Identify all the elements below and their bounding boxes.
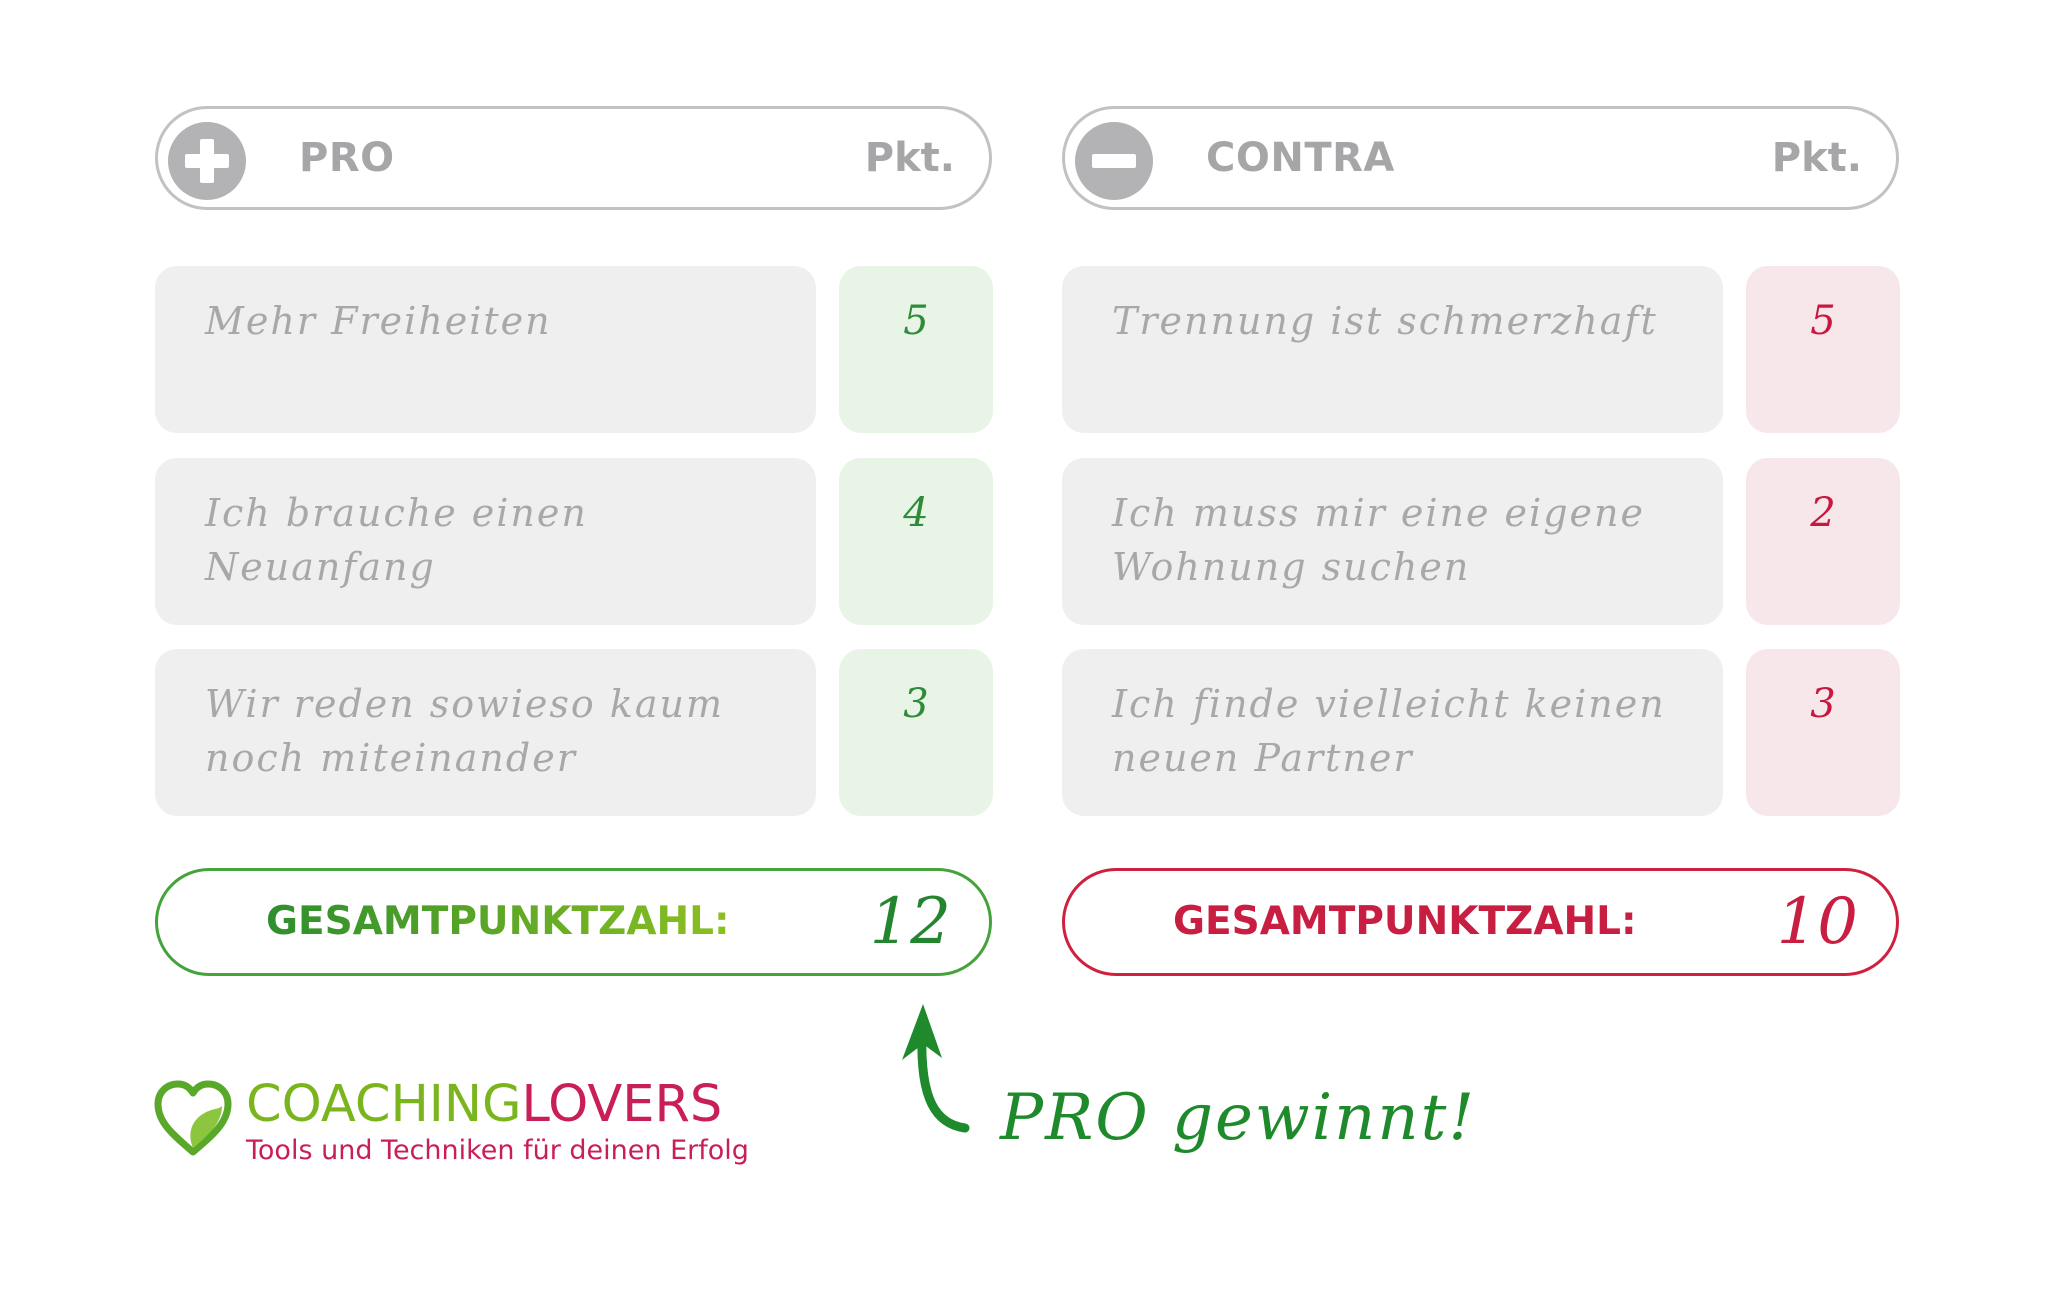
- contra-total-label: GESAMTPUNKTZAHL:: [1173, 899, 1637, 944]
- contra-total-value: 10: [1776, 885, 1858, 959]
- logo-name-part2: LOVERS: [521, 1075, 723, 1134]
- minus-icon: [1075, 122, 1153, 200]
- pro-header: PRO Pkt.: [155, 106, 992, 210]
- contra-points-label: Pkt.: [1771, 135, 1862, 181]
- contra-item-3-score: 3: [1746, 649, 1900, 816]
- contra-item-2-score: 2: [1746, 458, 1900, 625]
- winner-note: PRO gewinnt!: [1000, 1081, 1477, 1155]
- plus-icon: [168, 122, 246, 200]
- arrow-up-icon: [902, 1004, 970, 1133]
- logo-name: COACHINGLOVERS: [246, 1075, 722, 1135]
- logo-tagline: Tools und Techniken für deinen Erfolg: [246, 1135, 749, 1166]
- pro-item-2-score: 4: [839, 458, 993, 625]
- logo-name-part1: COACHING: [246, 1075, 522, 1134]
- contra-item-2-text: Ich muss mir eine eigene Wohnung suchen: [1062, 458, 1723, 625]
- pro-item-1-text: Mehr Freiheiten: [155, 266, 816, 433]
- pro-total: GESAMTPUNKTZAHL: 12: [155, 868, 992, 976]
- pro-total-value: 12: [869, 885, 951, 959]
- contra-item-3-text: Ich finde vielleicht keinen neuen Partne…: [1062, 649, 1723, 816]
- pro-points-label: Pkt.: [864, 135, 955, 181]
- pro-item-1-score: 5: [839, 266, 993, 433]
- pro-item-3-text: Wir reden sowieso kaum noch miteinander: [155, 649, 816, 816]
- pro-item-2-text: Ich brauche einen Neuanfang: [155, 458, 816, 625]
- pro-total-label: GESAMTPUNKTZAHL:: [266, 871, 730, 973]
- contra-title: CONTRA: [1206, 135, 1395, 181]
- heart-icon: [154, 1080, 232, 1156]
- contra-total: GESAMTPUNKTZAHL: 10: [1062, 868, 1899, 976]
- pro-title: PRO: [299, 135, 395, 181]
- contra-item-1-text: Trennung ist schmerzhaft: [1062, 266, 1723, 433]
- pro-item-3-score: 3: [839, 649, 993, 816]
- contra-item-1-score: 5: [1746, 266, 1900, 433]
- contra-header: CONTRA Pkt.: [1062, 106, 1899, 210]
